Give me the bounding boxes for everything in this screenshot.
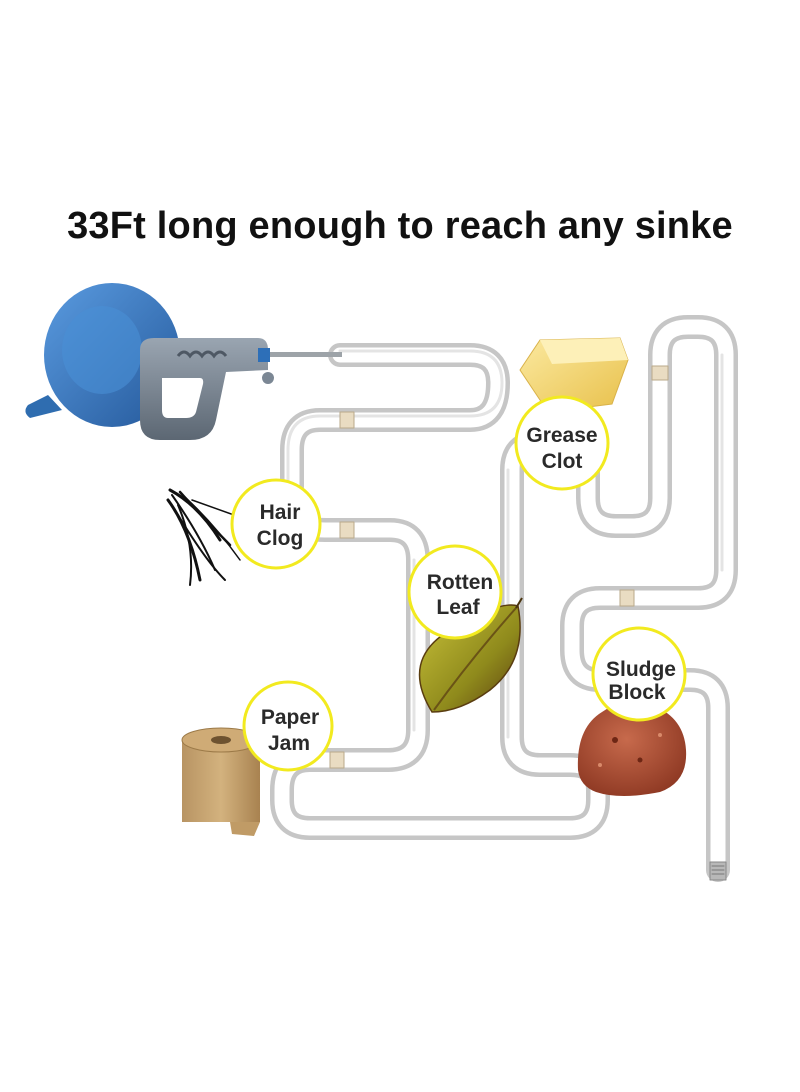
cable-spring-icon: [709, 861, 727, 881]
callout-hair-line2: Clog: [257, 527, 304, 550]
headline: 33Ft long enough to reach any sinke: [67, 205, 733, 247]
callout-leaf-line2: Leaf: [436, 596, 480, 619]
pipe-coupling: [339, 521, 355, 539]
pipe-coupling: [329, 751, 345, 769]
dry-leaf-icon: [418, 597, 523, 713]
callout-hair: Hair Clog: [230, 478, 322, 570]
pipe-coupling: [619, 589, 635, 607]
callout-paper: Paper Jam: [242, 680, 334, 772]
callout-grease-line1: Grease: [526, 424, 597, 447]
drain-snake-icon: [25, 283, 342, 440]
callout-leaf-line1: Rotten: [427, 571, 494, 594]
callout-hair-line1: Hair: [260, 501, 301, 524]
pipe-network: [270, 315, 738, 882]
paper-roll-icon: [181, 727, 261, 836]
pipe-coupling: [339, 411, 355, 429]
callout-sludge-line1: Sludge: [606, 658, 676, 681]
pipe-coupling: [651, 365, 669, 381]
callout-grease-line2: Clot: [542, 450, 583, 473]
callout-grease: Grease Clot: [514, 395, 610, 491]
hair-strands-icon: [166, 488, 249, 586]
callout-sludge: Sludge Block: [591, 626, 687, 722]
callout-paper-line1: Paper: [261, 706, 319, 729]
callout-leaf: Rotten Leaf: [407, 544, 503, 640]
callout-sludge-line2: Block: [608, 681, 666, 704]
rock-icon: [577, 701, 687, 796]
callout-paper-line2: Jam: [268, 732, 310, 755]
